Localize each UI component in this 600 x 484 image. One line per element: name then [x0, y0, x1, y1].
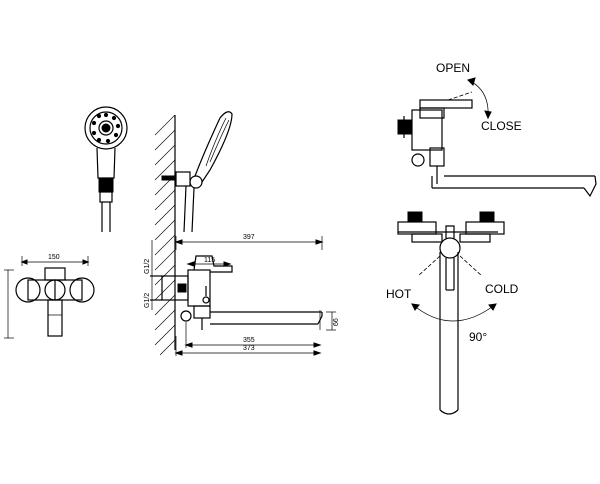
shower-holder-side-view [161, 111, 233, 233]
hand-shower-front-view [84, 106, 128, 232]
label-close: CLOSE [481, 119, 522, 133]
mixer-top-view: 150 [4, 254, 95, 339]
lever-hot-cold-view: HOT COLD 90° [386, 211, 519, 415]
lever-open-close-view: OPEN CLOSE [397, 61, 597, 198]
dim-g12-top: G1/2 [144, 259, 151, 274]
wall-hatch [154, 114, 176, 356]
label-hot: HOT [386, 287, 412, 301]
dim-66: 66 [333, 318, 340, 326]
dim-115: 115 [204, 257, 215, 264]
dim-373: 373 [243, 345, 255, 352]
label-cold: COLD [485, 282, 519, 296]
dim-397: 397 [243, 234, 255, 241]
mixer-side-view: G1/2 G1/2 397 115 6 [144, 234, 340, 356]
label-open: OPEN [436, 61, 470, 75]
dim-g12-bottom: G1/2 [144, 293, 151, 308]
label-angle: 90° [469, 330, 487, 344]
dim-150: 150 [48, 254, 60, 261]
dim-355: 355 [243, 337, 255, 344]
